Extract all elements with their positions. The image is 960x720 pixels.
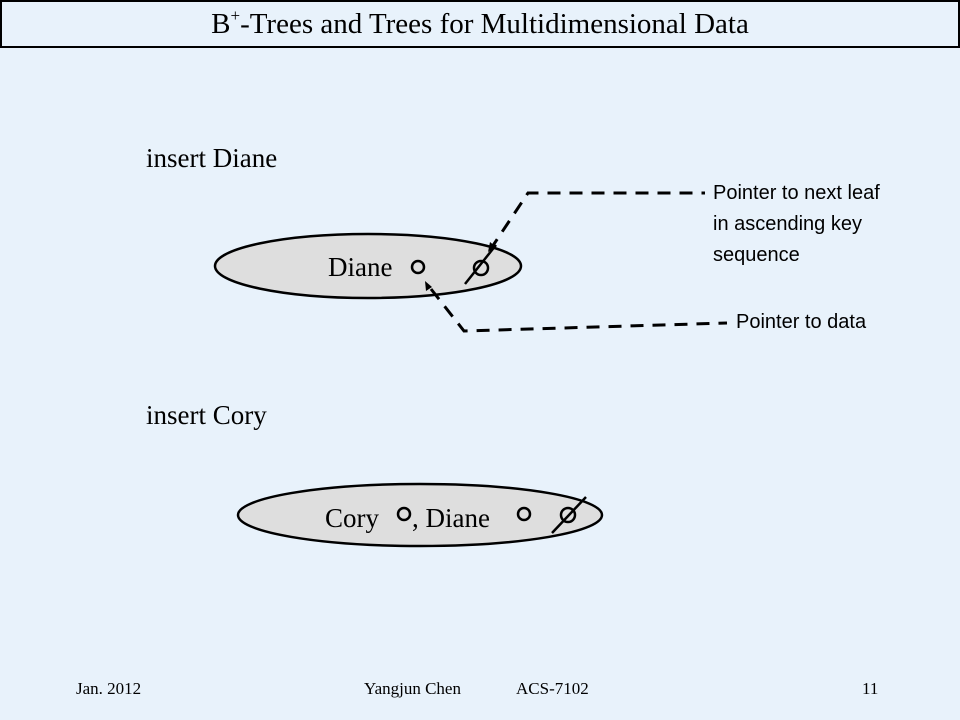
step2-heading: insert Cory (146, 400, 267, 430)
leaf2-null-slash-icon (551, 496, 587, 534)
null-slash-icon (464, 244, 497, 285)
diane-data-pointer-icon (516, 506, 532, 522)
leaf-node-1 (213, 232, 523, 300)
footer-date: Jan. 2012 (76, 679, 142, 698)
slide-title: B+-Trees and Trees for Multidimensional … (0, 0, 960, 48)
leaf1-key-diane: Diane (328, 252, 392, 282)
data-pointer-arrowhead-icon (425, 281, 432, 291)
leaf2-null-pointer-icon (559, 506, 577, 524)
cory-data-pointer-icon (396, 506, 412, 522)
next-leaf-arrowhead-icon (488, 242, 496, 252)
title-prefix: B (211, 8, 231, 40)
next-leaf-label-line1: Pointer to next leaf (713, 182, 880, 204)
leaf2-key-diane: , Diane (412, 503, 490, 533)
title-rest: -Trees and Trees for Multidimensional Da… (240, 8, 749, 40)
next-leaf-label-line2: in ascending key (713, 213, 862, 235)
null-pointer-icon (472, 259, 490, 277)
leaf-node-2 (236, 482, 604, 548)
data-pointer-leader-line (429, 288, 728, 333)
next-leaf-label-line3: sequence (713, 244, 800, 266)
data-pointer-label: Pointer to data (736, 311, 867, 333)
next-leaf-leader-line (488, 191, 705, 251)
leaf2-key-cory: Cory (325, 503, 380, 533)
step1-heading: insert Diane (146, 143, 278, 173)
title-superscript: + (230, 6, 241, 25)
footer-author: Yangjun Chen (364, 679, 461, 698)
footer-page-number: 11 (862, 679, 879, 698)
data-pointer-icon (410, 259, 426, 275)
footer-course: ACS-7102 (516, 679, 589, 698)
